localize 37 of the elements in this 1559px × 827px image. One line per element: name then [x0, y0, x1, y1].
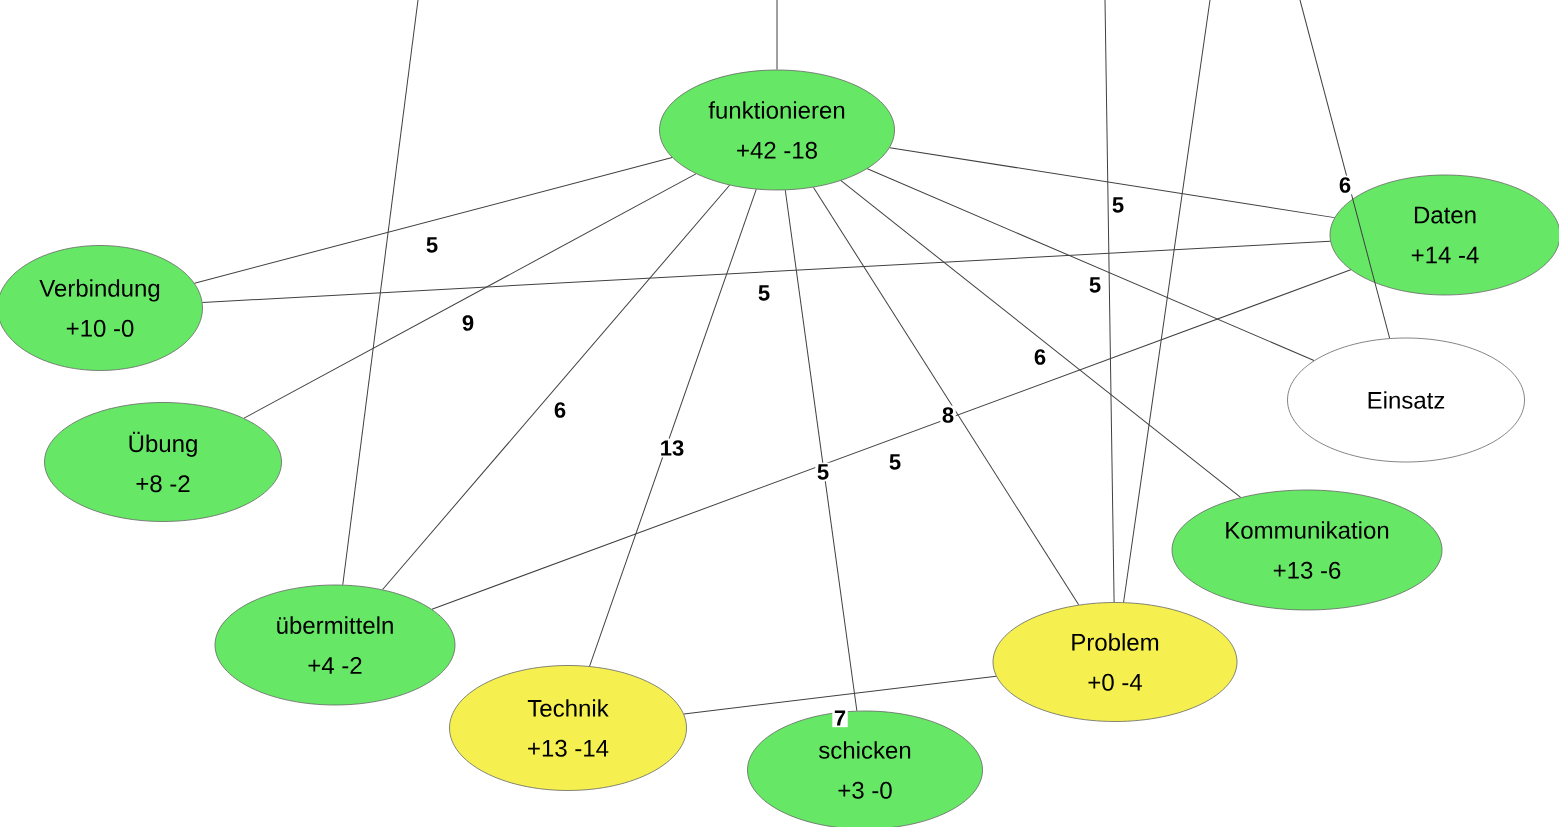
edge-label: 7 [832, 708, 848, 728]
edge-label: 5 [815, 462, 831, 482]
edge-label: 5 [1087, 275, 1103, 295]
connector-line [1123, 0, 1211, 603]
connector-line [202, 240, 1331, 303]
edge-label: 9 [460, 313, 476, 333]
edge-label: 8 [940, 405, 956, 425]
connector-line [431, 269, 1352, 610]
edge-label: 6 [552, 400, 568, 420]
connector-line [243, 173, 697, 419]
connector-line [784, 189, 858, 712]
ellipse-node: Technik +13 -14 [449, 665, 687, 791]
connector-line [589, 188, 757, 667]
connector-line [840, 180, 1242, 498]
connector-line [1104, 0, 1115, 603]
connector-line [382, 184, 731, 590]
edge-label: 13 [658, 438, 686, 458]
ellipse-node: funktionieren +42 -18 [659, 69, 895, 191]
connector-line [683, 675, 997, 715]
edge-label: 6 [1032, 347, 1048, 367]
edge-label: 5 [424, 235, 440, 255]
edge-label: 6 [1337, 175, 1353, 195]
edge-label: 5 [1110, 195, 1126, 215]
connector-line [889, 147, 1335, 219]
edge-label: 5 [756, 283, 772, 303]
ellipse-node: Kommunikation +13 -6 [1171, 489, 1443, 611]
connector-line [776, 0, 778, 71]
ellipse-node: Einsatz [1287, 337, 1525, 463]
ellipse-node: Übung +8 -2 [44, 402, 282, 522]
connector-line [813, 186, 1080, 606]
ellipse-node: Problem +0 -4 [992, 602, 1238, 722]
connector-line [1299, 0, 1391, 339]
ellipse-node: übermitteln +4 -2 [214, 584, 456, 706]
connector-line [866, 168, 1315, 361]
edge-label: 5 [887, 452, 903, 472]
connector-line [342, 0, 419, 586]
connector-line [194, 157, 673, 284]
